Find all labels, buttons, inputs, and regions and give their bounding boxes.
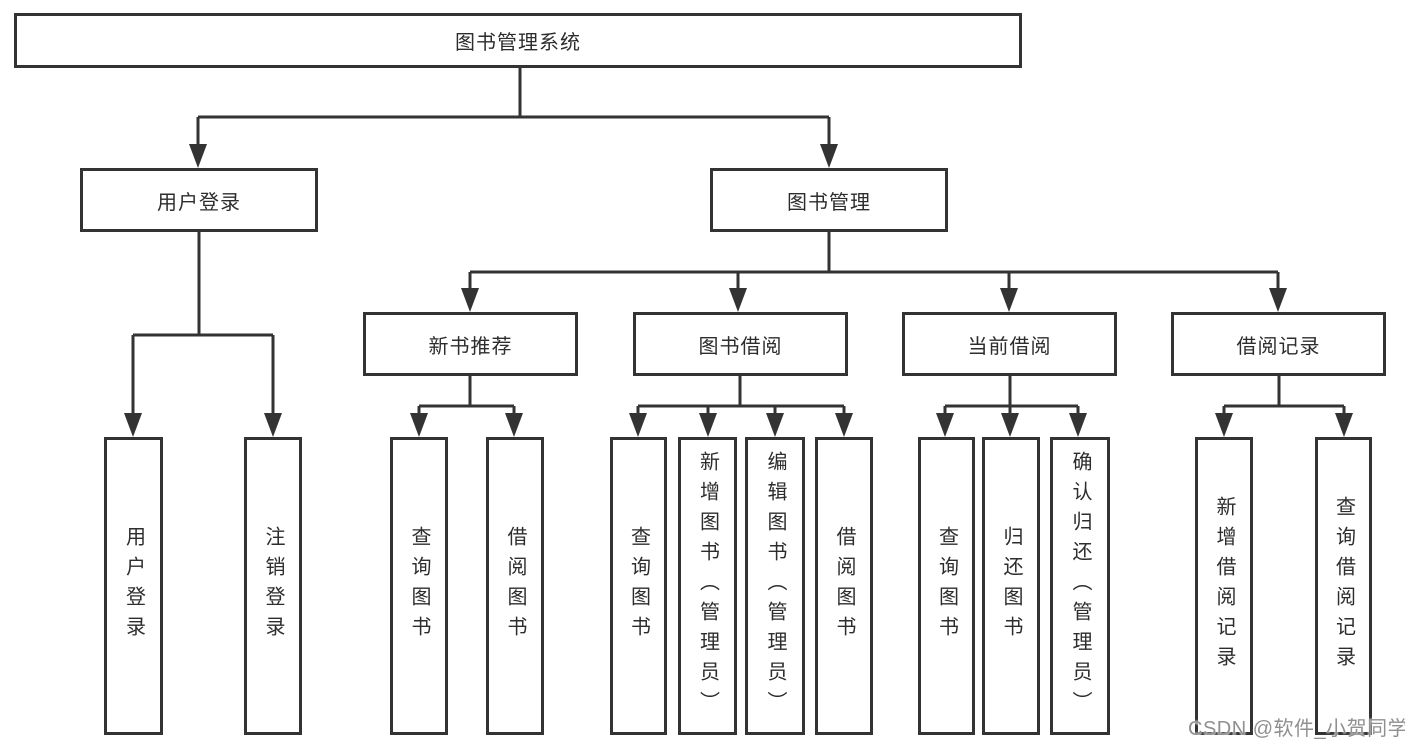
arrow-icon [835, 413, 853, 437]
leaf-add-books-admin: 新增图书（管理员） [678, 437, 737, 735]
node-book-management: 图书管理 [710, 168, 948, 232]
leaf-edit-books-admin: 编辑图书（管理员） [745, 437, 805, 735]
leaf-return-books: 归还图书 [982, 437, 1040, 735]
leaf-query-borrow-record: 查询借阅记录 [1315, 437, 1372, 735]
connector-current-borrow [943, 376, 1080, 419]
node-current-borrow: 当前借阅 [902, 312, 1117, 376]
arrow-icon [189, 144, 207, 168]
arrowheads [124, 144, 1353, 437]
leaf-query-books-borrow-label: 查询图书 [627, 526, 650, 646]
connector-borrow-records [1222, 376, 1346, 419]
leaf-borrow-books-label: 借阅图书 [833, 526, 855, 646]
leaf-confirm-return-admin-label: 确认归还（管理员） [1069, 451, 1091, 721]
leaf-borrow-books: 借阅图书 [815, 437, 873, 735]
arrow-icon [699, 413, 717, 437]
arrow-icon [729, 288, 747, 312]
node-user-login-label: 用户登录 [157, 191, 241, 214]
leaf-logout-label: 注销登录 [262, 526, 284, 646]
leaf-query-books-recommend-label: 查询图书 [408, 526, 430, 646]
node-borrow-records-label: 借阅记录 [1236, 335, 1321, 358]
leaf-borrow-books-recommend: 借阅图书 [486, 437, 544, 735]
leaf-logout: 注销登录 [244, 437, 302, 735]
node-book-management-label: 图书管理 [787, 191, 871, 214]
arrow-icon [766, 413, 784, 437]
leaf-query-borrow-record-label: 查询借阅记录 [1332, 496, 1355, 676]
arrow-icon [1000, 288, 1018, 312]
connector-root [196, 68, 831, 150]
node-new-book-recommend-label: 新书推荐 [428, 335, 513, 358]
leaf-add-borrow-record: 新增借阅记录 [1195, 437, 1253, 735]
arrow-icon [936, 413, 954, 437]
watermark: CSDN @软件_小贺同学 [1188, 718, 1405, 740]
leaf-query-books-current: 查询图书 [918, 437, 975, 735]
leaf-query-books-recommend: 查询图书 [390, 437, 448, 735]
leaf-confirm-return-admin: 确认归还（管理员） [1050, 437, 1110, 735]
node-book-borrow-label: 图书借阅 [698, 335, 783, 358]
arrow-icon [410, 413, 428, 437]
leaf-add-books-admin-label: 新增图书（管理员） [696, 451, 719, 721]
connector-new-book-recommend [417, 376, 516, 419]
arrow-icon [629, 413, 647, 437]
node-new-book-recommend: 新书推荐 [363, 312, 578, 376]
arrow-icon [1269, 288, 1287, 312]
leaf-return-books-label: 归还图书 [1000, 526, 1022, 646]
arrow-icon [505, 413, 523, 437]
leaf-borrow-books-recommend-label: 借阅图书 [504, 526, 526, 646]
node-current-borrow-label: 当前借阅 [967, 335, 1052, 358]
leaf-user-login-label: 用户登录 [122, 526, 145, 646]
arrow-icon [1001, 413, 1019, 437]
leaf-user-login: 用户登录 [104, 437, 163, 735]
leaf-query-books-borrow: 查询图书 [610, 437, 667, 735]
connector-user-login [131, 232, 275, 419]
arrow-icon [264, 413, 282, 437]
node-user-login: 用户登录 [80, 168, 318, 232]
node-book-borrow: 图书借阅 [633, 312, 848, 376]
node-root-label: 图书管理系统 [455, 32, 581, 54]
leaf-edit-books-admin-label: 编辑图书（管理员） [764, 451, 786, 721]
connector-book-management [468, 232, 1280, 294]
arrow-icon [1069, 413, 1087, 437]
arrow-icon [820, 144, 838, 168]
arrow-icon [124, 413, 142, 437]
node-borrow-records: 借阅记录 [1171, 312, 1386, 376]
arrow-icon [461, 288, 479, 312]
connector-book-borrow [636, 376, 846, 419]
leaf-query-books-current-label: 查询图书 [935, 526, 958, 646]
node-root: 图书管理系统 [14, 13, 1022, 68]
arrow-icon [1215, 413, 1233, 437]
arrow-icon [1335, 413, 1353, 437]
leaf-add-borrow-record-label: 新增借阅记录 [1213, 496, 1235, 676]
